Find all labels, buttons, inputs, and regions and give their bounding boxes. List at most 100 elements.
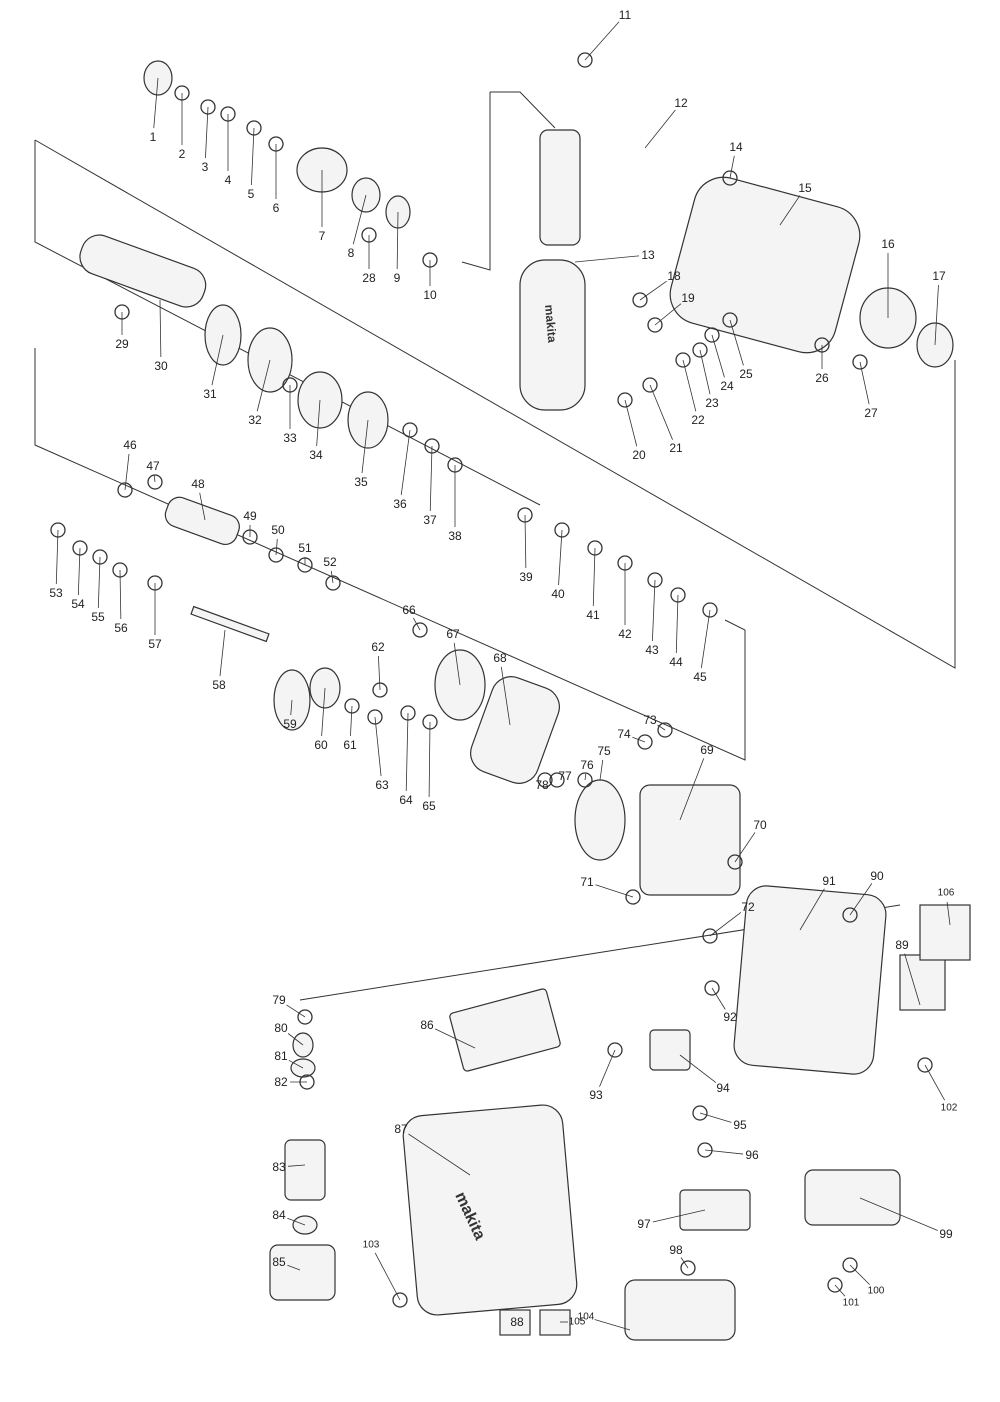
part-90 xyxy=(842,907,858,923)
leader-line-58 xyxy=(219,629,226,677)
part-label-43: 43 xyxy=(645,643,659,657)
leader-line-32 xyxy=(256,359,271,412)
leader-line-84 xyxy=(287,1217,306,1226)
part-75 xyxy=(574,779,626,861)
leader-line-98 xyxy=(680,1257,689,1269)
leader-line-24 xyxy=(711,334,725,378)
part-73 xyxy=(657,722,673,738)
part-label-99: 99 xyxy=(939,1227,953,1241)
part-label-75: 75 xyxy=(597,744,611,758)
part-label-83: 83 xyxy=(272,1160,286,1174)
part-label-87: 87 xyxy=(394,1122,408,1136)
group-boundary-line xyxy=(34,348,746,761)
leader-line-65 xyxy=(428,721,431,798)
part-label-65: 65 xyxy=(422,799,436,813)
group-boundary-line xyxy=(490,91,556,129)
part-74 xyxy=(637,734,653,750)
leader-line-104 xyxy=(594,1319,631,1331)
part-24 xyxy=(704,327,720,343)
leader-line-18 xyxy=(639,280,667,301)
part-47 xyxy=(147,474,163,490)
part-label-31: 31 xyxy=(203,387,217,401)
part-label-59: 59 xyxy=(283,717,297,731)
part-label-26: 26 xyxy=(815,371,829,385)
part-11 xyxy=(577,52,593,68)
part-102 xyxy=(917,1057,933,1073)
part-label-73: 73 xyxy=(643,713,657,727)
leader-line-66 xyxy=(412,617,421,631)
part-103 xyxy=(392,1292,408,1308)
leader-line-67 xyxy=(453,642,461,686)
part-label-17: 17 xyxy=(932,269,946,283)
part-label-30: 30 xyxy=(154,359,168,373)
leader-line-25 xyxy=(729,319,744,366)
leader-line-5 xyxy=(251,127,255,186)
leader-line-41 xyxy=(592,547,596,607)
part-95 xyxy=(692,1105,708,1121)
part-label-82: 82 xyxy=(274,1075,288,1089)
leader-line-96 xyxy=(704,1149,744,1155)
part-label-45: 45 xyxy=(693,670,707,684)
part-label-68: 68 xyxy=(493,651,507,665)
leader-line-71 xyxy=(595,884,634,898)
battery-cover-104 xyxy=(624,1279,736,1341)
part-40 xyxy=(554,522,570,538)
part-label-13: 13 xyxy=(641,248,655,262)
leader-line-106 xyxy=(946,901,951,926)
part-label-44: 44 xyxy=(669,655,683,669)
seal-68 xyxy=(470,676,560,784)
part-label-76: 76 xyxy=(580,758,594,772)
part-label-84: 84 xyxy=(272,1208,286,1222)
label-89 xyxy=(899,954,946,1011)
leader-line-19 xyxy=(654,303,682,326)
side-grip-13 xyxy=(519,259,586,411)
part-label-93: 93 xyxy=(589,1088,603,1102)
part-52 xyxy=(325,575,341,591)
part-25 xyxy=(722,312,738,328)
leader-line-72 xyxy=(709,912,742,937)
leader-line-11 xyxy=(584,21,620,61)
part-label-63: 63 xyxy=(375,778,389,792)
part-23 xyxy=(692,342,708,358)
part-label-20: 20 xyxy=(632,448,646,462)
part-label-25: 25 xyxy=(739,367,753,381)
part-label-46: 46 xyxy=(123,438,137,452)
leader-line-53 xyxy=(55,529,59,585)
part-label-98: 98 xyxy=(669,1243,683,1257)
part-label-41: 41 xyxy=(586,608,600,622)
leader-line-74 xyxy=(632,736,646,743)
leader-line-45 xyxy=(700,609,711,669)
part-22 xyxy=(675,352,691,368)
leader-line-56 xyxy=(119,569,122,620)
part-label-9: 9 xyxy=(393,271,401,285)
part-36 xyxy=(402,422,418,438)
part-label-23: 23 xyxy=(705,396,719,410)
part-label-81: 81 xyxy=(274,1049,288,1063)
part-label-79: 79 xyxy=(272,993,286,1007)
leader-line-20 xyxy=(624,399,638,447)
label-106 xyxy=(919,904,971,961)
part-label-57: 57 xyxy=(148,637,162,651)
part-label-15: 15 xyxy=(798,181,812,195)
part-label-70: 70 xyxy=(753,818,767,832)
part-label-104: 104 xyxy=(577,1311,595,1323)
part-label-22: 22 xyxy=(691,413,705,427)
part-14 xyxy=(722,170,738,186)
cylinder-48 xyxy=(164,496,240,545)
part-label-32: 32 xyxy=(248,413,262,427)
part-label-19: 19 xyxy=(681,291,695,305)
motor-housing-69 xyxy=(639,784,741,896)
part-label-16: 16 xyxy=(881,237,895,251)
leader-line-3 xyxy=(205,106,209,159)
leader-line-47 xyxy=(153,474,156,483)
part-label-29: 29 xyxy=(115,337,129,351)
part-label-27: 27 xyxy=(864,406,878,420)
group-boundary-line xyxy=(34,140,541,506)
leader-line-99 xyxy=(859,1197,938,1231)
leader-line-36 xyxy=(400,429,411,496)
part-label-33: 33 xyxy=(283,431,297,445)
part-93 xyxy=(607,1042,623,1058)
part-label-34: 34 xyxy=(309,448,323,462)
